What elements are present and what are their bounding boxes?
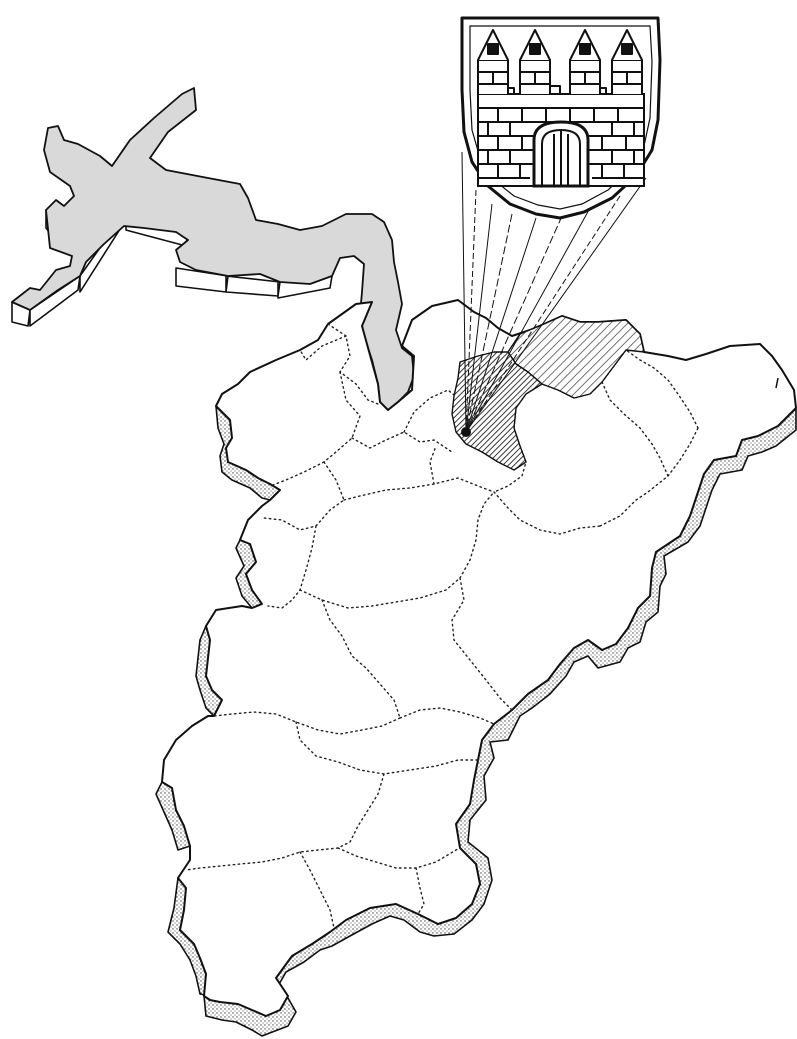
boundary-line [601, 381, 669, 477]
projection-line [465, 207, 591, 433]
boundary-line [213, 711, 401, 735]
boundary-line [459, 491, 495, 579]
projection-line [465, 177, 647, 433]
boundary-line [415, 867, 425, 915]
lake [11, 87, 415, 411]
boundary-line [323, 371, 361, 463]
highlighted-districts [451, 315, 645, 471]
boundary-line [337, 847, 461, 869]
projection-line [465, 217, 537, 433]
projection-line [465, 189, 477, 433]
edge-mark [775, 377, 779, 389]
boundary-line [299, 335, 347, 362]
boundary-line [269, 461, 325, 487]
shield-inner [469, 25, 653, 210]
boundary-line [625, 349, 699, 429]
boundary-line [299, 577, 461, 609]
boundary-line [403, 389, 461, 433]
projection-line [465, 203, 493, 433]
hatched-district-town [451, 351, 543, 471]
boundary-line [295, 721, 479, 775]
boundary-line [493, 491, 601, 535]
boundary-line [451, 577, 515, 713]
boundary-line [185, 847, 339, 871]
lake-surface [11, 87, 415, 411]
boundary-line [343, 477, 495, 501]
municipal-boundaries [185, 323, 699, 929]
boundary-line [299, 851, 335, 929]
projection-line [465, 213, 513, 433]
projection-line [465, 215, 563, 433]
boundary-line [321, 599, 401, 719]
boundary-line [351, 431, 453, 453]
boundary-line [599, 427, 699, 527]
town-marker [461, 427, 471, 437]
projection-line [465, 195, 621, 433]
castle-towers [477, 29, 643, 94]
castle-shield-icon [460, 16, 662, 220]
boundary-line [263, 461, 345, 531]
boundary-line [399, 707, 495, 725]
projection-lines [461, 151, 647, 433]
projection-line [461, 151, 467, 433]
